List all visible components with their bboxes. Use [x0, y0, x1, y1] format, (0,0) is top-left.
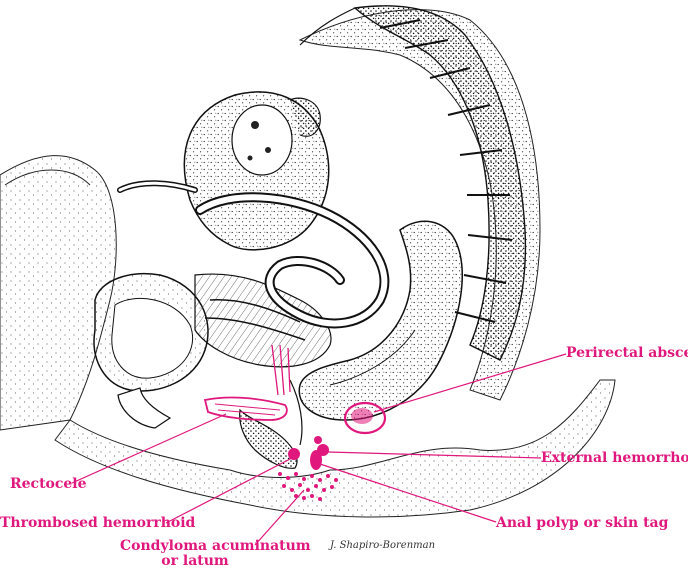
rectum [298, 220, 463, 421]
label-rectocele: Rectocele [10, 476, 87, 492]
sacrum-vertebrae [299, 5, 527, 361]
leader-lines [71, 353, 567, 546]
leader-perirectal-abscess [373, 353, 567, 413]
label-condyloma-line2: or latum [161, 553, 229, 569]
label-anal-polyp: Anal polyp or skin tag [496, 515, 669, 531]
pathology-highlights [203, 344, 387, 501]
artist-signature: J. Shapiro-Borenman [330, 540, 436, 551]
label-thrombosed-hemorrhoid: Thrombosed hemorrhoid [0, 515, 196, 531]
leader-anal-polyp [319, 463, 497, 523]
leader-condyloma [254, 489, 305, 546]
label-external-hemorrhoids: External hemorrhoids [541, 450, 688, 466]
leader-external-hemorrhoids [327, 451, 542, 459]
label-condyloma: Condyloma acuminatum or latum [120, 538, 311, 569]
label-condyloma-line1: Condyloma acuminatum [120, 538, 311, 554]
leader-thrombosed-hemorrhoid [165, 457, 293, 524]
bladder [93, 273, 209, 429]
bowel-loops [195, 192, 390, 329]
anal-canal [239, 379, 303, 469]
uterus [117, 91, 330, 251]
leader-rectocele [71, 413, 227, 484]
label-perirectal-abscess: Perirectal abscess [566, 345, 688, 361]
